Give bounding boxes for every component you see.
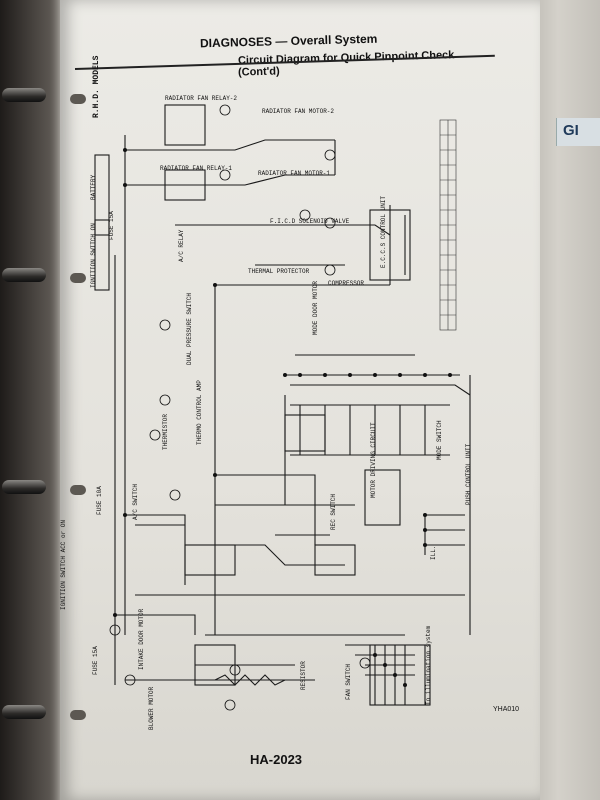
punch-hole xyxy=(70,710,86,720)
label-motor-driving-circuit: MOTOR DRIVING CIRCUIT xyxy=(370,422,377,498)
circuit-diagram xyxy=(94,104,471,711)
label-to-illumination: To illumination system xyxy=(425,625,432,705)
label-thermal-protector: THERMAL PROTECTOR xyxy=(248,268,310,275)
label-fuse-15a-bottom: FUSE 15A xyxy=(92,646,99,675)
label-rad-fan-relay2: RADIATOR FAN RELAY-2 xyxy=(165,95,238,102)
label-compressor: COMPRESSOR xyxy=(328,280,365,287)
label-resistor: RESISTOR xyxy=(300,661,307,690)
label-battery: BATTERY xyxy=(90,174,97,200)
binder-ring xyxy=(2,268,46,282)
label-rad-fan-motor2: RADIATOR FAN MOTOR-2 xyxy=(262,108,335,115)
binder-ring xyxy=(2,705,46,719)
binder-edge xyxy=(0,0,70,800)
label-fan-switch: FAN SWITCH xyxy=(345,663,352,700)
manual-page xyxy=(60,0,540,800)
label-mode-door-motor: MODE DOOR MOTOR xyxy=(312,280,319,335)
label-blower-motor: BLOWER MOTOR xyxy=(148,686,155,730)
binder-ring xyxy=(2,88,46,102)
label-intake-door-motor: INTAKE DOOR MOTOR xyxy=(138,608,145,670)
punch-hole xyxy=(70,94,86,104)
binder-ring xyxy=(2,480,46,494)
label-rec-switch: REC SWITCH xyxy=(330,493,337,530)
section-tab-label: GI xyxy=(563,122,579,139)
punch-hole xyxy=(70,273,86,283)
label-ac-relay: A/C RELAY xyxy=(178,229,185,262)
models-label: R.H.D. MODELS xyxy=(92,55,101,118)
label-ill: ILL. xyxy=(430,545,437,560)
punch-hole xyxy=(70,485,86,495)
section-tab xyxy=(556,118,600,146)
page-number: HA-2023 xyxy=(250,752,303,767)
label-ignition-acc: IGNITION SWITCH ACC or ON xyxy=(60,519,67,610)
label-thermo-control-amp: THERMO CONTROL AMP xyxy=(196,380,203,445)
label-ac-switch: A/C SWITCH xyxy=(132,483,139,520)
label-thermistor: THERMISTOR xyxy=(162,413,169,450)
label-rad-fan-relay1: RADIATOR FAN RELAY-1 xyxy=(160,165,233,172)
label-ignition-switch-on: IGNITION SWITCH ON xyxy=(90,223,97,288)
label-fuse-15a-top: FUSE 15A xyxy=(108,211,115,240)
figure-code: YHA010 xyxy=(493,706,520,713)
label-mode-switch: MODE SWITCH xyxy=(436,420,443,460)
label-rad-fan-motor1: RADIATOR FAN MOTOR-1 xyxy=(258,170,331,177)
label-eccs-unit: E.C.C.S CONTROL UNIT xyxy=(380,195,387,268)
label-push-control-unit: PUSH CONTROL UNIT xyxy=(465,443,472,505)
label-ficd-valve: F.I.C.D SOLENOID VALVE xyxy=(270,218,350,225)
label-dual-pressure-switch: DUAL PRESSURE SWITCH xyxy=(186,292,193,365)
label-fuse-10a: FUSE 10A xyxy=(96,486,103,515)
